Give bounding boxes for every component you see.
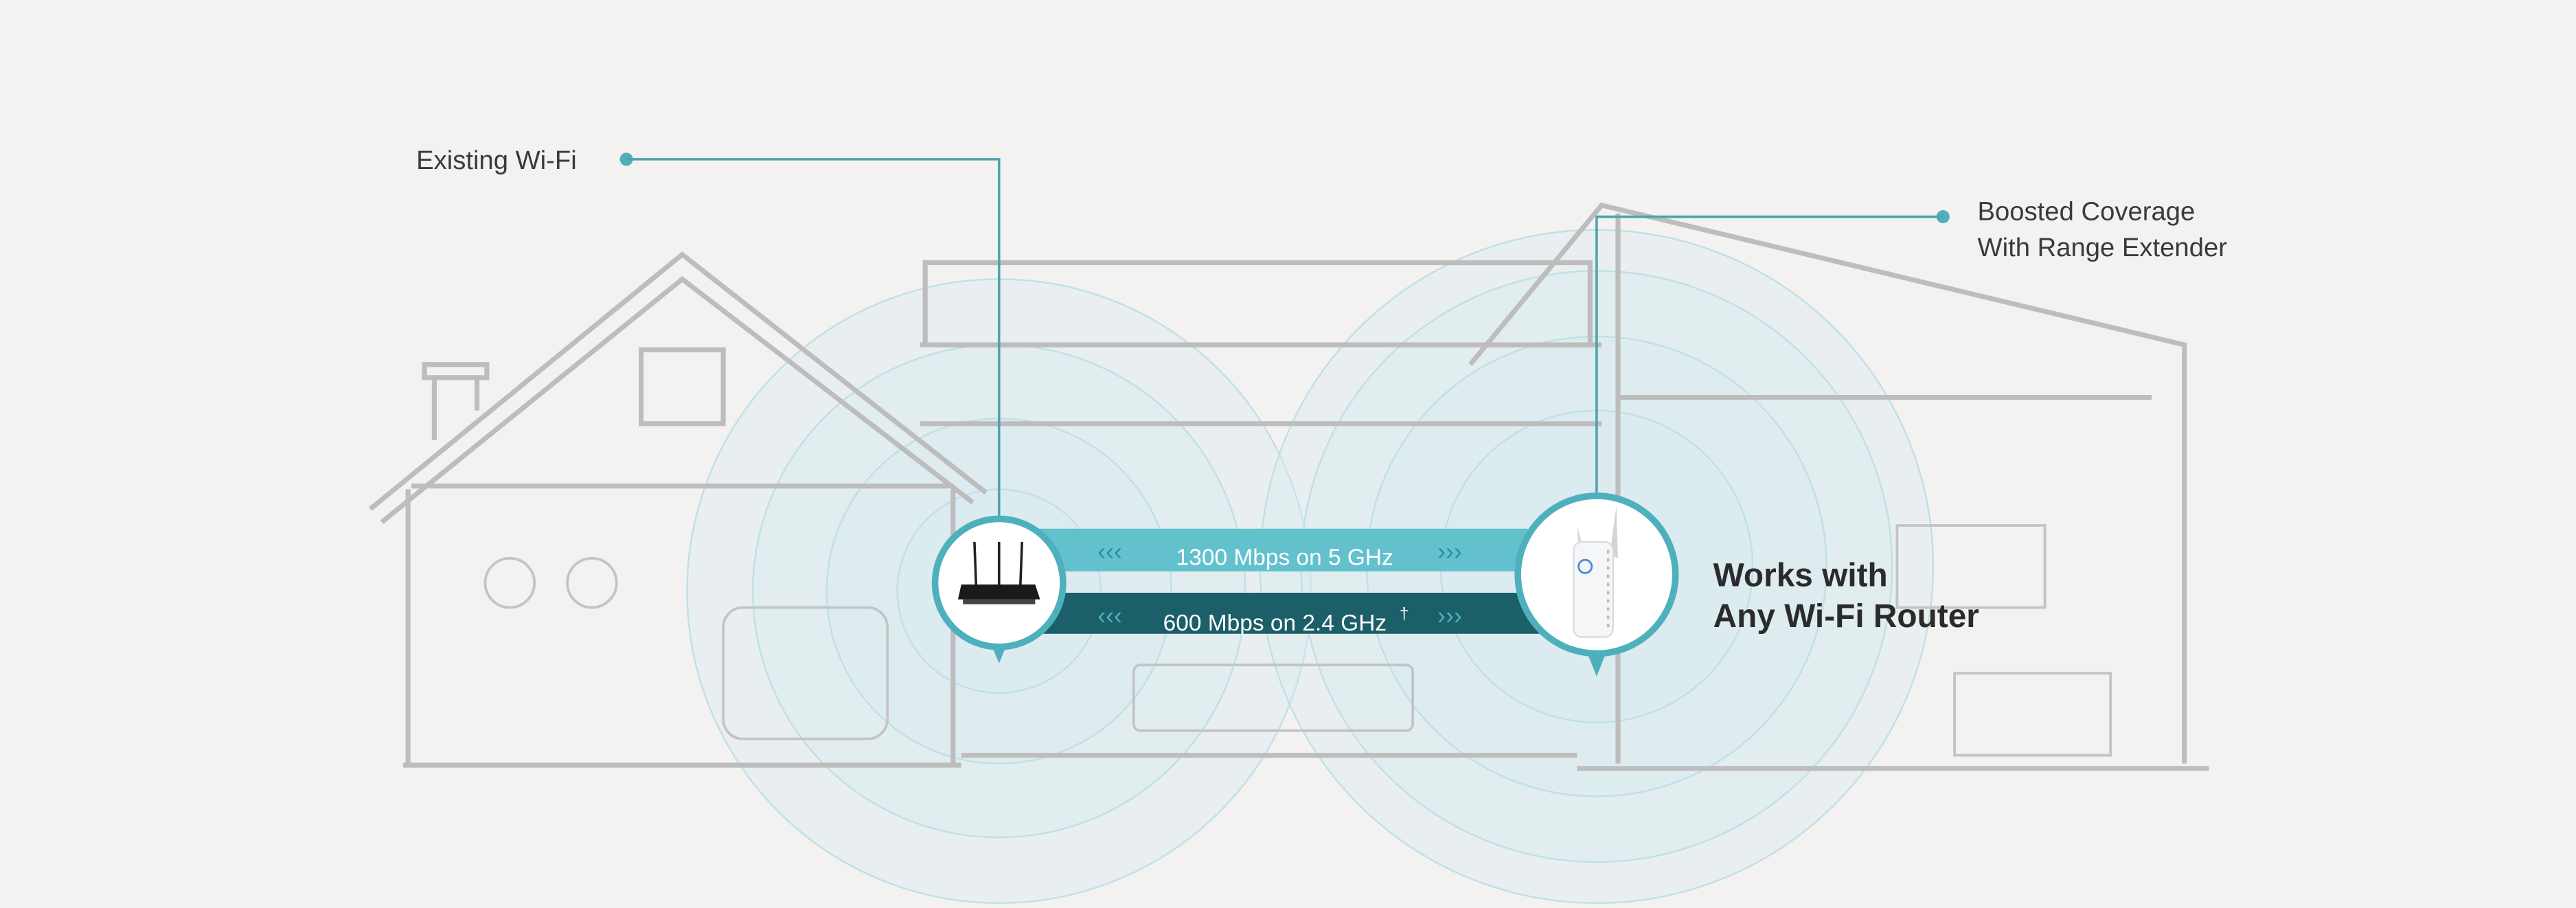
band-24ghz-label: 600 Mbps on 2.4 GHz	[1163, 611, 1387, 636]
arrows-right-icon: ›››	[1437, 602, 1462, 629]
arrows-right-icon: ›››	[1437, 538, 1462, 565]
footnote-mark: †	[1400, 604, 1409, 623]
boosted-coverage-label: Boosted Coverage	[1978, 196, 2196, 226]
existing-wifi-label: Existing Wi-Fi	[416, 146, 577, 175]
range-extender-icon	[1573, 506, 1619, 638]
callout-line	[1595, 215, 1944, 493]
house-illustration	[368, 202, 2209, 771]
range-extender-label: With Range Extender	[1978, 233, 2228, 262]
works-with-label: Works with	[1713, 557, 1888, 593]
extender-badge	[1514, 492, 1679, 677]
arrows-left-icon: ‹‹‹	[1097, 602, 1122, 629]
router-badge	[931, 515, 1067, 663]
any-router-label: Any Wi-Fi Router	[1713, 598, 1979, 635]
callout-line	[626, 158, 1001, 523]
band-5ghz	[1035, 528, 1528, 571]
router-icon	[957, 541, 1040, 604]
arrows-left-icon: ‹‹‹	[1097, 538, 1122, 565]
band-24ghz	[1035, 593, 1545, 634]
band-5ghz-label: 1300 Mbps on 5 GHz	[1176, 545, 1393, 570]
